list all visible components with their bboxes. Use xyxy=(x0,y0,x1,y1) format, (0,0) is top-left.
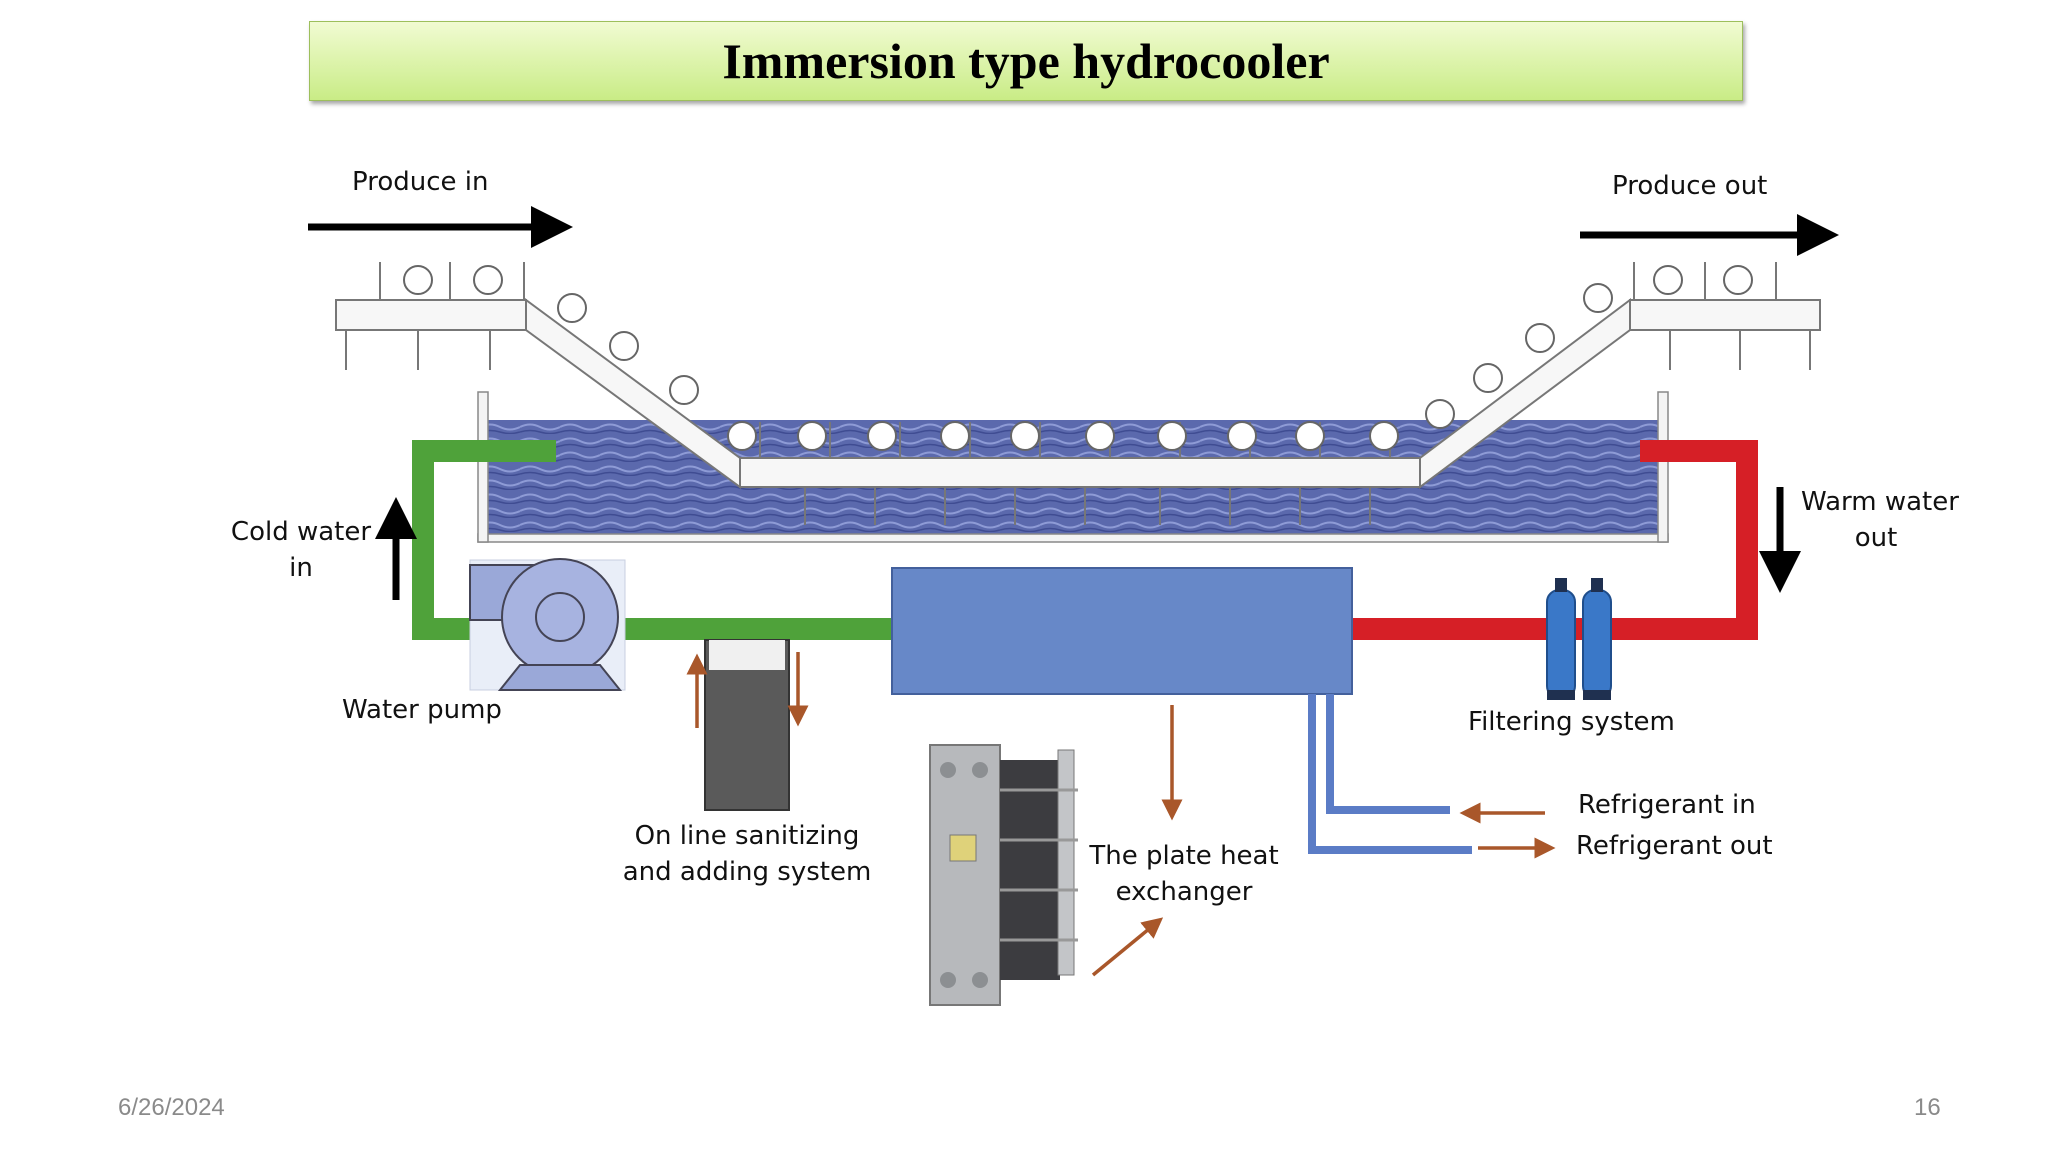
footer-page-number: 16 xyxy=(1914,1094,1941,1121)
produce-items xyxy=(403,265,1753,451)
refrigerant-pipes xyxy=(1308,694,1472,854)
label-sanitizing-line1: On line sanitizing xyxy=(635,821,860,851)
slide-title: Immersion type hydrocooler xyxy=(722,33,1330,89)
label-cold-water-line1: Cold water xyxy=(231,517,371,547)
label-plate-heat-line2: exchanger xyxy=(1116,877,1253,907)
label-refrigerant-out: Refrigerant out xyxy=(1576,831,1773,861)
label-warm-water-line2: out xyxy=(1855,523,1898,553)
label-warm-water-line1: Warm water xyxy=(1801,487,1959,517)
label-filtering-system: Filtering system xyxy=(1468,707,1675,737)
sanitizing-tank xyxy=(704,639,790,811)
label-sanitizing-line2: and adding system xyxy=(623,857,872,887)
label-produce-out: Produce out xyxy=(1612,171,1767,201)
water-pump-icon xyxy=(469,558,626,691)
brown-arrows xyxy=(686,652,1556,977)
conveyor xyxy=(335,262,1821,525)
title-banner: Immersion type hydrocooler xyxy=(309,21,1743,101)
filter-tanks-icon xyxy=(1546,578,1612,700)
label-cold-water-line2: in xyxy=(289,553,313,583)
label-plate-heat-line1: The plate heat xyxy=(1088,841,1278,871)
flow-arrows xyxy=(308,206,1839,600)
label-produce-in: Produce in xyxy=(352,167,489,197)
heat-exchanger-box xyxy=(891,567,1353,695)
label-water-pump: Water pump xyxy=(342,695,502,725)
footer-date: 6/26/2024 xyxy=(118,1094,225,1121)
label-refrigerant-in: Refrigerant in xyxy=(1578,790,1756,820)
plate-heat-exchanger-icon xyxy=(929,744,1078,1006)
